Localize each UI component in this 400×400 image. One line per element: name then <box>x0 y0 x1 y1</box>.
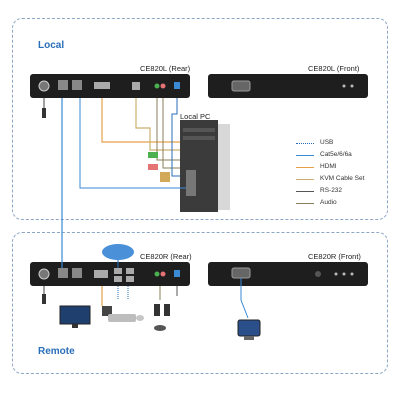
speaker-icon <box>154 304 160 316</box>
legend-label-usb: USB <box>320 139 334 146</box>
rj45-port-icon <box>58 268 68 278</box>
microphone-icon <box>154 325 166 331</box>
rj45-port-icon <box>58 80 68 90</box>
local-zone-title: Local <box>36 40 67 51</box>
button-icon <box>315 271 321 277</box>
touchscreen-icon <box>237 319 261 340</box>
usb-port-icon <box>114 276 122 282</box>
hdmi-port-icon <box>94 82 110 89</box>
sensor-icon <box>42 294 46 304</box>
hdmi-port-icon <box>94 270 108 278</box>
remote-zone-title: Remote <box>36 346 77 357</box>
rs232-port-icon <box>174 82 180 89</box>
power-port-icon <box>38 268 50 280</box>
remote-rear-label: CE820R (Rear) <box>140 252 192 261</box>
legend-line-rs232 <box>296 191 314 192</box>
audio-plug-icon <box>148 152 158 158</box>
legend-label-kvm: KVM Cable Set <box>320 175 365 182</box>
vga-port-icon <box>231 267 251 279</box>
keyboard-icon <box>108 314 136 322</box>
device-icon <box>102 306 112 316</box>
local-zone <box>12 18 388 220</box>
remote-front-label: CE820R (Front) <box>308 252 361 261</box>
sensor-icon <box>42 108 46 118</box>
vga-port-icon <box>231 80 251 92</box>
pc-tower-icon <box>180 120 230 212</box>
legend-line-kvm <box>296 179 314 180</box>
led-icon <box>350 84 354 88</box>
legend-label-hdmi: HDMI <box>320 163 337 170</box>
legend-line-audio <box>296 203 314 204</box>
local-pc-label: Local PC <box>180 112 211 121</box>
led-icon <box>350 272 354 276</box>
usb-port-icon <box>132 82 140 90</box>
rj45-port-icon <box>72 268 82 278</box>
audio-port-icon <box>160 271 166 277</box>
legend-line-cat5 <box>296 155 314 156</box>
monitor-icon <box>59 305 91 328</box>
legend-label-rs232: RS-232 <box>320 187 343 194</box>
power-port-icon <box>38 80 50 92</box>
speaker-icon <box>164 304 170 316</box>
audio-plug-icon <box>148 164 158 170</box>
local-rear-label: CE820L (Rear) <box>140 64 191 73</box>
usb-port-icon <box>126 276 134 282</box>
mouse-icon <box>136 315 144 321</box>
led-icon <box>342 272 346 276</box>
led-icon <box>334 272 338 276</box>
legend-label-cat5: Cat5e/6/6a <box>320 151 352 158</box>
usb-port-icon <box>126 268 134 274</box>
led-icon <box>342 84 346 88</box>
audio-port-icon <box>160 83 166 89</box>
cloud-icon <box>102 244 134 260</box>
audio-port-icon <box>154 83 160 89</box>
vga-plug-icon <box>160 172 170 182</box>
legend-line-usb <box>296 143 314 144</box>
remote-zone <box>12 232 388 374</box>
local-front-label: CE820L (Front) <box>308 64 360 73</box>
rs232-port-icon <box>174 270 180 277</box>
usb-port-icon <box>114 268 122 274</box>
legend-line-hdmi <box>296 167 314 168</box>
rj45-port-icon <box>72 80 82 90</box>
audio-port-icon <box>154 271 160 277</box>
legend-label-audio: Audio <box>320 199 337 206</box>
